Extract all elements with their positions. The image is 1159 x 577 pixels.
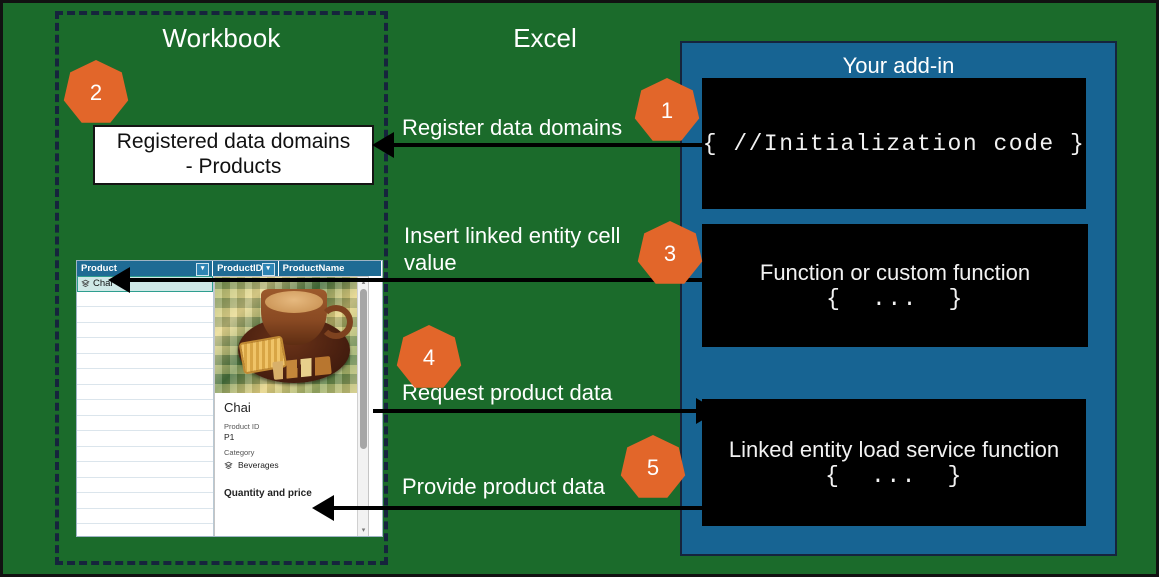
entity-card-photo [215, 277, 368, 393]
tea-surface-shape [265, 291, 323, 313]
spreadsheet-empty-row[interactable] [77, 447, 213, 462]
column-header-productid[interactable]: ProductID ▾ [213, 261, 279, 276]
step-badge-1: 1 [634, 78, 700, 141]
code-box-load-service-title: Linked entity load service function [728, 436, 1060, 462]
flow-label-insert-linked-entity-cell-value: Insert linked entity cell value [404, 223, 621, 275]
column-header-productname-label: ProductName [282, 263, 345, 274]
cell-product-chai-label: Chai [93, 278, 113, 290]
workbook-boundary [55, 11, 388, 565]
arrow-insert-linked-entity-line [129, 278, 703, 282]
arrow-request-product-data-line [373, 409, 698, 413]
entity-field-value-category: Beverages [238, 460, 279, 470]
step-badge-3: 3 [637, 221, 703, 284]
code-box-function-body: { ... } [826, 286, 964, 313]
arrow-insert-linked-entity-head [108, 267, 130, 293]
arrow-request-product-data-head [696, 398, 718, 424]
spreadsheet-empty-row[interactable] [77, 307, 213, 323]
entity-card-body: Chai Product ID P1 Category Beverages [215, 393, 368, 499]
step-badge-5: 5 [620, 435, 686, 498]
arrow-register-data-domains-line [393, 143, 703, 147]
scroll-up-icon[interactable]: ▴ [361, 279, 366, 286]
spreadsheet-body: Chai [77, 276, 382, 536]
step-badge-2: 2 [63, 60, 129, 123]
registered-data-domains-line1: Registered data domains [116, 130, 351, 154]
code-box-load-service-body: { ... } [825, 463, 963, 490]
linked-entity-icon [224, 461, 233, 470]
entity-field-value-product-id: P1 [224, 432, 235, 442]
spreadsheet-empty-row[interactable] [77, 385, 213, 400]
entity-field-label-category: Category [224, 448, 255, 457]
spreadsheet-empty-row[interactable] [77, 524, 213, 536]
code-box-function-title: Function or custom function [759, 259, 1031, 285]
column-header-product-label: Product [81, 263, 117, 274]
spreadsheet-empty-row[interactable] [77, 493, 213, 509]
workbook-title: Workbook [162, 23, 281, 53]
entity-card-title: Chai [224, 400, 251, 415]
spreadsheet-empty-row[interactable] [77, 338, 213, 354]
flow-label-provide-product-data: Provide product data [402, 474, 606, 499]
arrow-provide-product-data-head [312, 495, 334, 521]
column-header-productid-label: ProductID [217, 263, 263, 274]
cup-handle-shape [319, 305, 353, 339]
filter-dropdown-icon-productid[interactable]: ▾ [261, 263, 275, 276]
spreadsheet-empty-row[interactable] [77, 478, 213, 493]
code-box-initialization: { //Initialization code } [702, 78, 1086, 209]
column-header-productname[interactable]: ProductName [279, 261, 382, 276]
code-box-initialization-text: { //Initialization code } [702, 130, 1086, 157]
spreadsheet-product-column[interactable]: Chai [77, 276, 214, 536]
spreadsheet-empty-row[interactable] [77, 462, 213, 478]
linked-entity-card: Chai Product ID P1 Category Beverages [214, 276, 369, 536]
entity-field-label-product-id: Product ID [224, 422, 260, 431]
scrollbar-thumb[interactable] [360, 289, 367, 449]
spreadsheet-empty-row[interactable] [77, 323, 213, 338]
code-box-load-service: Linked entity load service function { ..… [702, 399, 1086, 526]
filter-dropdown-icon-product[interactable]: ▾ [196, 263, 210, 276]
step-badge-4: 4 [396, 325, 462, 388]
arrow-provide-product-data-line [333, 506, 703, 510]
spreadsheet-empty-row[interactable] [77, 400, 213, 416]
flow-label-register-data-domains: Register data domains [402, 115, 623, 140]
linked-entity-icon [81, 279, 90, 288]
spreadsheet-empty-row[interactable] [77, 292, 213, 307]
scroll-down-icon[interactable]: ▾ [361, 527, 366, 534]
spreadsheet-empty-row[interactable] [77, 369, 213, 385]
entity-card-scrollbar[interactable]: ▴ ▾ [357, 277, 368, 536]
addin-panel-title: Your add-in [842, 53, 955, 78]
spreadsheet-header-row: Product ▾ ProductID ▾ ProductName [77, 261, 382, 276]
column-header-product[interactable]: Product ▾ [77, 261, 214, 276]
code-box-function: Function or custom function { ... } [702, 224, 1088, 347]
spreadsheet-empty-row[interactable] [77, 416, 213, 431]
spreadsheet-empty-row[interactable] [77, 509, 213, 524]
entity-field-value-category-row[interactable]: Beverages [224, 460, 359, 470]
excel-spreadsheet[interactable]: Product ▾ ProductID ▾ ProductName [76, 260, 383, 537]
excel-title: Excel [513, 23, 577, 53]
spreadsheet-empty-row[interactable] [77, 354, 213, 369]
entity-card-section-heading: Quantity and price [224, 488, 312, 499]
registered-data-domains-box: Registered data domains - Products [93, 125, 374, 185]
registered-data-domains-line2: - Products [185, 155, 282, 178]
spreadsheet-empty-row[interactable] [77, 431, 213, 447]
arrow-register-data-domains-head [372, 132, 394, 158]
